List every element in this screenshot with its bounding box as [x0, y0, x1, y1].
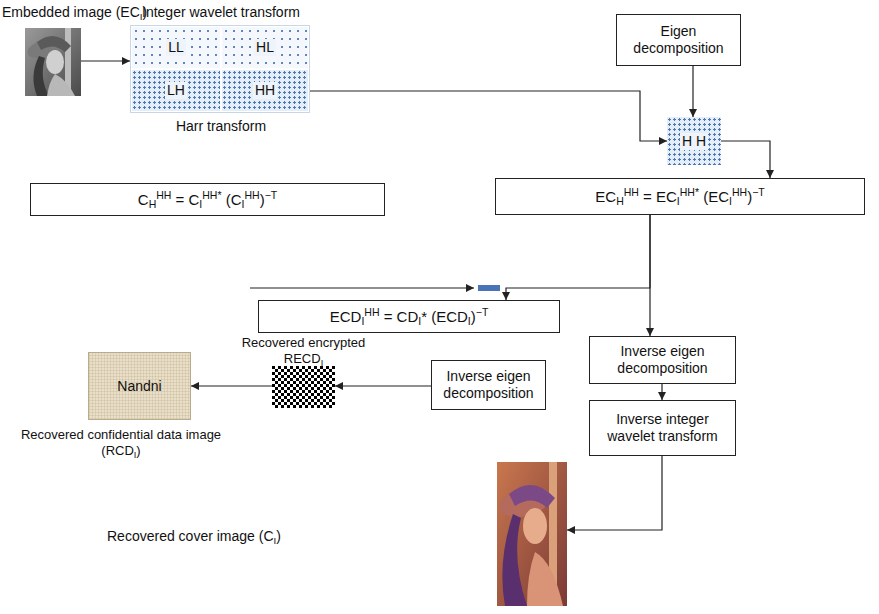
flow-arrow [649, 215, 650, 336]
superscript: HH [244, 189, 259, 201]
superscript: −T [265, 189, 278, 201]
formula-box: CHHH = CIHH* (CIHH)−T [30, 183, 385, 216]
node-label: ECDIHH = CDI* (ECDI)−T [330, 308, 489, 326]
node-label: LH [165, 82, 187, 99]
node-label: Inverse eigen decomposition [596, 343, 729, 377]
label-holder: Inverse eigen decomposition [590, 337, 735, 383]
subscript: I [321, 358, 324, 368]
minus-symbol [478, 285, 500, 291]
subscript: I [134, 450, 137, 460]
image-caption: Recovered confidential data image (RCDI) [6, 427, 236, 459]
cover-image: Recovered cover image (CI) [497, 462, 567, 606]
flow-arrow [721, 141, 770, 178]
superscript: HH* [680, 186, 699, 198]
superscript: HH [156, 189, 171, 201]
node-label: Nandni [117, 378, 161, 395]
superscript: −T [476, 306, 489, 318]
subband-cell: HH [221, 69, 309, 112]
subscript: I [361, 315, 364, 327]
process-box: Inverse integer wavelet transform [589, 400, 736, 456]
label-holder: Eigen decomposition [617, 15, 740, 65]
process-box: Eigen decomposition [616, 14, 741, 66]
node-label: Eigen decomposition [623, 23, 734, 57]
subscript: H [149, 198, 157, 210]
node-label: ECHHH = ECIHH* (ECIHH)−T [595, 188, 764, 206]
input-image: Embedded image (ECI) [25, 28, 81, 96]
superscript: −T [752, 186, 765, 198]
subscript: I [274, 535, 277, 546]
label-holder: LL [132, 27, 220, 68]
label-holder: ECDIHH = CDI* (ECDI)−T [259, 301, 559, 332]
grid-caption: Harr transform [121, 118, 321, 135]
flow-arrow [81, 60, 130, 61]
subband-cell: LH [131, 69, 221, 112]
flow-arrow [191, 385, 272, 386]
flow-arrow [567, 456, 662, 530]
image-caption: Embedded image (ECI) [2, 4, 147, 21]
grid-heading: Integer wavelet transform [111, 4, 331, 21]
grayscale-photo [25, 28, 81, 96]
color-photo [497, 462, 567, 606]
node-label: HH [253, 82, 277, 99]
flow-arrow [506, 215, 650, 300]
subscript: I [242, 198, 245, 210]
label-holder: HL [222, 27, 308, 68]
subscript: I [729, 195, 732, 207]
node-label: Inverse eigen decomposition [438, 368, 539, 402]
superscript: HH [364, 306, 379, 318]
subscript: I [418, 315, 421, 327]
checkerboard-image [272, 366, 335, 408]
process-box: Inverse eigen decomposition [431, 360, 546, 410]
label-holder: HH [222, 70, 308, 111]
subscript: I [677, 195, 680, 207]
label-holder: Nandni [89, 353, 190, 419]
label-holder: H H [667, 117, 721, 165]
subband-cell: HL [221, 26, 309, 69]
node-label: HL [254, 39, 276, 56]
formula-box: ECHHH = ECIHH* (ECIHH)−T [495, 178, 865, 215]
encrypted-image: Recovered encrypted RECDI [272, 366, 335, 408]
superscript: HH [732, 186, 747, 198]
label-holder: Inverse eigen decomposition [432, 361, 545, 409]
flow-arrow [661, 384, 662, 400]
subband-cell: LL [131, 26, 221, 69]
label-holder: CHHH = CIHH* (CIHH)−T [31, 184, 384, 215]
node-label: CHHH = CIHH* (CIHH)−T [138, 191, 277, 209]
label-holder: LH [132, 70, 220, 111]
node-label: H H [680, 133, 708, 150]
flow-arrow [335, 385, 431, 386]
superscript: HH* [202, 189, 221, 201]
flow-arrow [692, 66, 693, 117]
node-label: LL [166, 39, 186, 56]
flow-arrow [309, 91, 667, 141]
image-caption: Recovered encrypted RECDI [232, 335, 375, 367]
label-holder: ECHHH = ECIHH* (ECIHH)−T [496, 179, 864, 214]
formula-box: ECDIHH = CDI* (ECDI)−T [258, 300, 560, 333]
process-box: Inverse eigen decomposition [589, 336, 736, 384]
subscript: H [616, 195, 624, 207]
subscript: I [468, 315, 471, 327]
wavelet-grid: Integer wavelet transformHarr transformL… [130, 25, 310, 113]
label-holder: Inverse integer wavelet transform [590, 401, 735, 455]
subscript: I [199, 198, 202, 210]
node-label: Inverse integer wavelet transform [596, 411, 729, 445]
input-arrow [250, 287, 474, 288]
subband-box: H H [667, 117, 721, 165]
superscript: HH [624, 186, 639, 198]
recovered-image: NandniRecovered confidential data image … [88, 352, 191, 420]
image-caption: Recovered cover image (CI) [107, 528, 281, 545]
